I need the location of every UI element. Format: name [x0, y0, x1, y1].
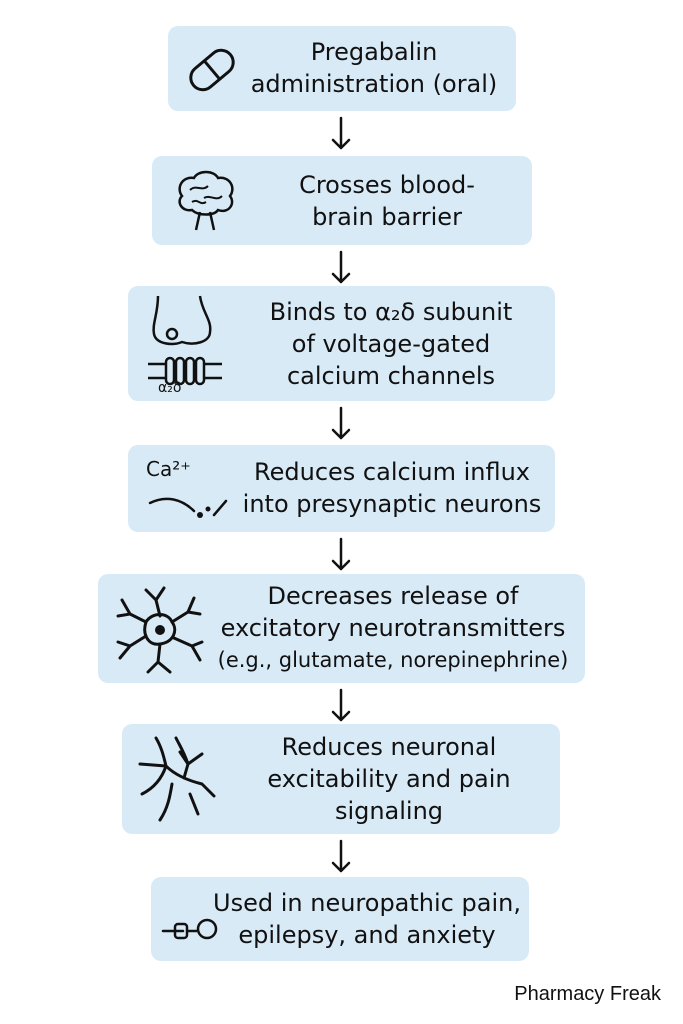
arrow-2 — [329, 250, 353, 286]
step-1-line-2: administration (oral) — [250, 70, 498, 98]
step-box-3: α₂δ Binds to α₂δ subunit of voltage-gate… — [128, 286, 555, 401]
step-2-line-2: brain barrier — [312, 203, 462, 231]
step-3-line-2: of voltage-gated — [291, 330, 491, 358]
step-box-1: Pregabalin administration (oral) — [168, 26, 516, 111]
step-text-2: Crosses blood- brain barrier — [252, 169, 522, 233]
step-6-line-3: signaling — [334, 797, 444, 825]
calcium-ion-icon — [148, 485, 238, 525]
alpha2delta-label: α₂δ — [158, 380, 182, 396]
arrow-5 — [329, 688, 353, 724]
arrow-3 — [329, 406, 353, 442]
step-5-line-3: (e.g., glutamate, norepinephrine) — [217, 648, 569, 672]
neuron-icon — [116, 586, 204, 674]
step-text-3: Binds to α₂δ subunit of voltage-gated ca… — [232, 296, 550, 392]
step-5-line-1: Decreases release of — [267, 582, 519, 610]
brain-icon — [170, 168, 240, 234]
step-box-7: Used in neuropathic pain, epilepsy, and … — [151, 877, 529, 961]
step-3-line-3: calcium channels — [286, 362, 496, 390]
step-6-line-2: excitability and pain — [267, 765, 511, 793]
step-3-line-1: Binds to α₂δ subunit — [269, 298, 513, 326]
step-1-line-1: Pregabalin — [310, 38, 438, 66]
arrow-4 — [329, 537, 353, 573]
step-4-line-1: Reduces calcium influx — [254, 458, 530, 486]
step-box-4: Ca²⁺ Reduces calcium influx into presyna… — [128, 445, 555, 532]
step-7-line-2: epilepsy, and anxiety — [238, 921, 496, 949]
step-5-line-2: excitatory neurotransmitters — [220, 614, 566, 642]
pill-icon — [182, 40, 242, 100]
arrow-6 — [329, 839, 353, 875]
step-text-5: Decreases release of excitatory neurotra… — [212, 580, 574, 676]
calcium-ion-label: Ca²⁺ — [146, 457, 191, 481]
stethoscope-icon — [161, 911, 221, 947]
step-box-5: Decreases release of excitatory neurotra… — [98, 574, 585, 683]
step-text-4: Reduces calcium influx into presynaptic … — [236, 456, 548, 520]
nerve-branch-icon — [132, 734, 218, 824]
step-box-2: Crosses blood- brain barrier — [152, 156, 532, 245]
arrow-1 — [329, 116, 353, 152]
step-4-line-2: into presynaptic neurons — [242, 490, 542, 518]
step-text-6: Reduces neuronal excitability and pain s… — [226, 731, 552, 827]
synapse-channel-icon — [142, 294, 228, 396]
step-7-line-1: Used in neuropathic pain, — [213, 889, 521, 917]
step-text-7: Used in neuropathic pain, epilepsy, and … — [211, 887, 523, 951]
brand-watermark: Pharmacy Freak — [514, 983, 661, 1005]
step-6-line-1: Reduces neuronal — [281, 733, 497, 761]
step-text-1: Pregabalin administration (oral) — [236, 36, 512, 100]
step-2-line-1: Crosses blood- — [299, 171, 475, 199]
step-box-6: Reduces neuronal excitability and pain s… — [122, 724, 560, 834]
